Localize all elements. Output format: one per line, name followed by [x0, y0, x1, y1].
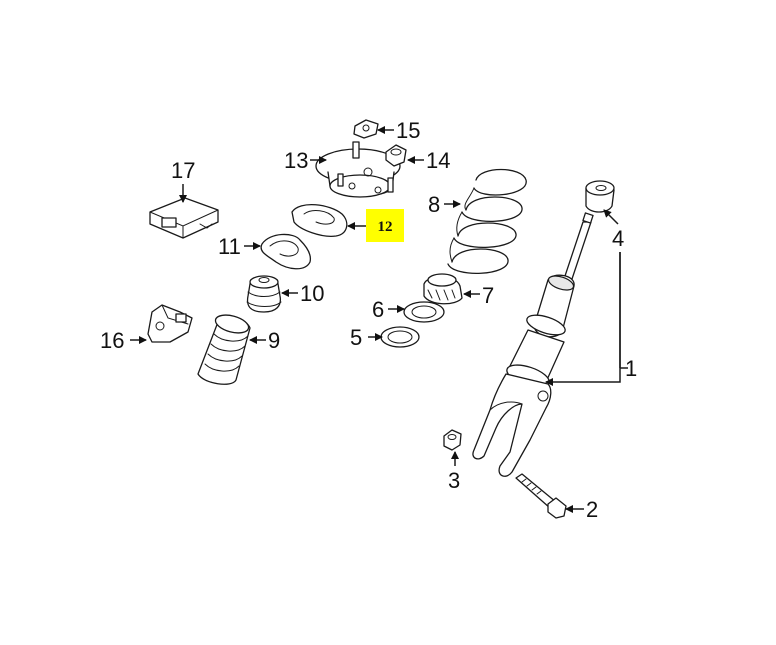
callout-1: 1: [625, 356, 637, 381]
callout-7: 7: [482, 283, 494, 308]
part-2-bolt: [515, 473, 567, 519]
callout-8: 8: [428, 192, 440, 217]
callout-13: 13: [284, 148, 308, 173]
callout-labels: 1 2 3 4 5 6 7 8 9 10 11 12 13 14 15 16 1…: [100, 118, 637, 522]
part-14-nut: [385, 144, 407, 167]
callout-14: 14: [426, 148, 450, 173]
part-11-spring-seat: [260, 233, 312, 270]
part-3-nut: [443, 429, 462, 451]
part-1-strut-assembly: [472, 212, 594, 477]
callout-6: 6: [372, 297, 384, 322]
callout-15: 15: [396, 118, 420, 143]
part-15-washer: [353, 119, 379, 139]
callout-10: 10: [300, 281, 324, 306]
callout-4: 4: [612, 226, 624, 251]
part-6-pad: [403, 301, 445, 323]
part-7-lower-spring-seat: [423, 273, 463, 305]
callout-9: 9: [268, 328, 280, 353]
callout-17: 17: [171, 158, 195, 183]
leader-lines: [130, 126, 628, 513]
part-4-bushing: [585, 180, 615, 213]
callout-11: 11: [218, 234, 241, 259]
part-9-dust-boot: [197, 314, 251, 385]
callout-12-highlight: [366, 209, 404, 242]
callout-16: 16: [100, 328, 124, 353]
part-5-ring: [380, 326, 420, 348]
callout-2: 2: [586, 497, 598, 522]
part-10-bump-stop: [246, 275, 282, 313]
part-8-coil-spring: [447, 168, 527, 274]
callout-12: 12: [378, 219, 393, 235]
callout-3: 3: [448, 468, 460, 493]
part-13-strut-mount: [315, 141, 401, 198]
part-12-insulator: [291, 204, 348, 237]
part-17-control-module: [149, 197, 219, 239]
callout-5: 5: [350, 325, 362, 350]
part-16-sensor-bracket: [147, 304, 193, 343]
